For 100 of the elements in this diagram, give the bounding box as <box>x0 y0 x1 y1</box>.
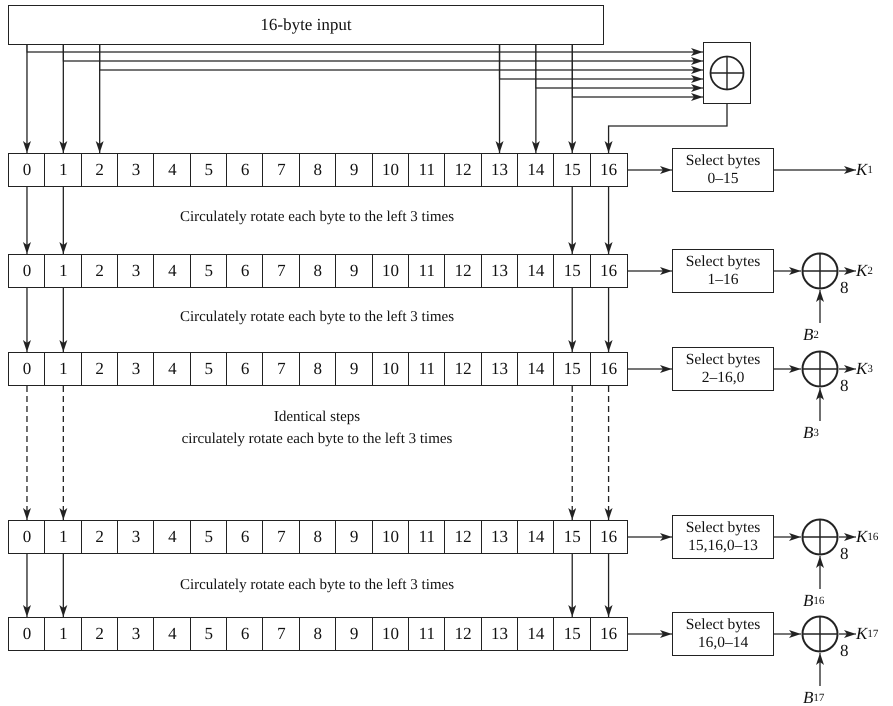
arrow <box>604 386 613 520</box>
byte-cell: 8 <box>298 153 337 187</box>
byte-cell: 5 <box>190 153 228 187</box>
byte-cell: 12 <box>444 153 482 187</box>
byte-cell: 4 <box>153 352 192 386</box>
byte-cell: 1 <box>44 520 82 554</box>
byte-cell: 7 <box>262 254 300 288</box>
xor-circle <box>801 518 839 556</box>
byte-cell: 0 <box>8 617 46 651</box>
byte-cell: 7 <box>262 352 300 386</box>
arrow <box>22 554 31 617</box>
byte-cell: 10 <box>372 254 410 288</box>
byte-cell: 9 <box>335 153 374 187</box>
byte-cell: 16 <box>590 254 628 288</box>
arrow <box>774 267 801 275</box>
byte-cell: 15 <box>553 153 592 187</box>
arrow <box>535 45 703 92</box>
byte-cell: 15 <box>553 520 592 554</box>
byte-cell: 6 <box>226 352 264 386</box>
arrow <box>26 44 703 56</box>
arrow <box>839 267 856 275</box>
byte-cell: 8 <box>298 352 337 386</box>
byte-cell: 9 <box>335 617 374 651</box>
byte-cell: 6 <box>226 520 264 554</box>
arrow <box>59 554 68 617</box>
bit-width-label: 8 <box>840 278 848 298</box>
arrow <box>59 288 68 352</box>
arrow <box>816 290 824 323</box>
byte-cell: 16 <box>590 617 628 651</box>
process-box: Select bytes 15,16,0–13 <box>672 515 774 559</box>
arrow <box>62 45 703 65</box>
byte-cell: 14 <box>516 352 555 386</box>
byte-cell: 15 <box>553 617 592 651</box>
byte-cell: 5 <box>190 352 228 386</box>
arrow <box>59 187 68 254</box>
byte-cell: 0 <box>8 153 46 187</box>
byte-cell: 11 <box>408 254 446 288</box>
byte-cell: 3 <box>117 520 155 554</box>
process-box: Select bytes 0–15 <box>672 148 774 192</box>
byte-cell: 13 <box>480 153 518 187</box>
byte-cell: 7 <box>262 153 300 187</box>
arrow <box>604 554 613 617</box>
byte-cell: 2 <box>80 254 119 288</box>
arrow <box>568 187 576 254</box>
arrow <box>816 653 824 686</box>
byte-cell: 3 <box>117 153 155 187</box>
byte-cell: 7 <box>262 617 300 651</box>
arrow <box>628 365 672 373</box>
byte-cell: 15 <box>553 352 592 386</box>
arrow <box>604 288 613 352</box>
step-note: Circulately rotate each byte to the left 3 times <box>180 309 454 326</box>
byte-cell: 0 <box>8 520 46 554</box>
bit-width-label: 8 <box>840 641 848 661</box>
step-note: Circulately rotate each byte to the left 3 times <box>180 209 454 226</box>
step-note: circulately rotate each byte to the left 3 times <box>182 431 452 448</box>
process-box: Select bytes 2–16,0 <box>672 347 774 391</box>
byte-cell: 1 <box>44 254 82 288</box>
arrow <box>568 386 576 520</box>
arrow <box>22 386 31 520</box>
process-box: Select bytes 16,0–14 <box>672 612 774 656</box>
byte-cell: 5 <box>190 254 228 288</box>
byte-cell: 13 <box>480 254 518 288</box>
arrow <box>628 267 672 275</box>
byte-cell: 9 <box>335 352 374 386</box>
byte-cell: 13 <box>480 352 518 386</box>
byte-cell: 14 <box>516 520 555 554</box>
byte-cell: 4 <box>153 520 192 554</box>
bit-width-label: 8 <box>840 544 848 564</box>
arrow <box>568 554 576 617</box>
arrow <box>774 166 856 174</box>
arrow <box>568 288 576 352</box>
byte-cell: 1 <box>44 153 82 187</box>
arrow <box>628 630 672 638</box>
byte-cell: 15 <box>553 254 592 288</box>
byte-cell: 11 <box>408 617 446 651</box>
byte-cell: 16 <box>590 153 628 187</box>
arrow <box>816 388 824 421</box>
byte-cell: 8 <box>298 617 337 651</box>
byte-cell: 3 <box>117 352 155 386</box>
byte-cell: 14 <box>516 153 555 187</box>
arrow <box>22 187 31 254</box>
arrow <box>59 386 68 520</box>
byte-cell: 5 <box>190 520 228 554</box>
byte-cell: 9 <box>335 254 374 288</box>
arrow <box>774 630 801 638</box>
byte-cell: 2 <box>80 520 119 554</box>
byte-cell: 6 <box>226 254 264 288</box>
byte-cell: 6 <box>226 617 264 651</box>
byte-cell: 4 <box>153 617 192 651</box>
arrow <box>774 533 801 541</box>
byte-cell: 10 <box>372 153 410 187</box>
arrow <box>839 533 856 541</box>
arrow <box>628 166 672 174</box>
arrow <box>839 365 856 373</box>
arrow <box>604 187 613 254</box>
arrow <box>839 630 856 638</box>
byte-cell: 2 <box>80 617 119 651</box>
step-note: Identical steps <box>274 409 360 426</box>
arrow <box>774 365 801 373</box>
byte-cell: 7 <box>262 520 300 554</box>
